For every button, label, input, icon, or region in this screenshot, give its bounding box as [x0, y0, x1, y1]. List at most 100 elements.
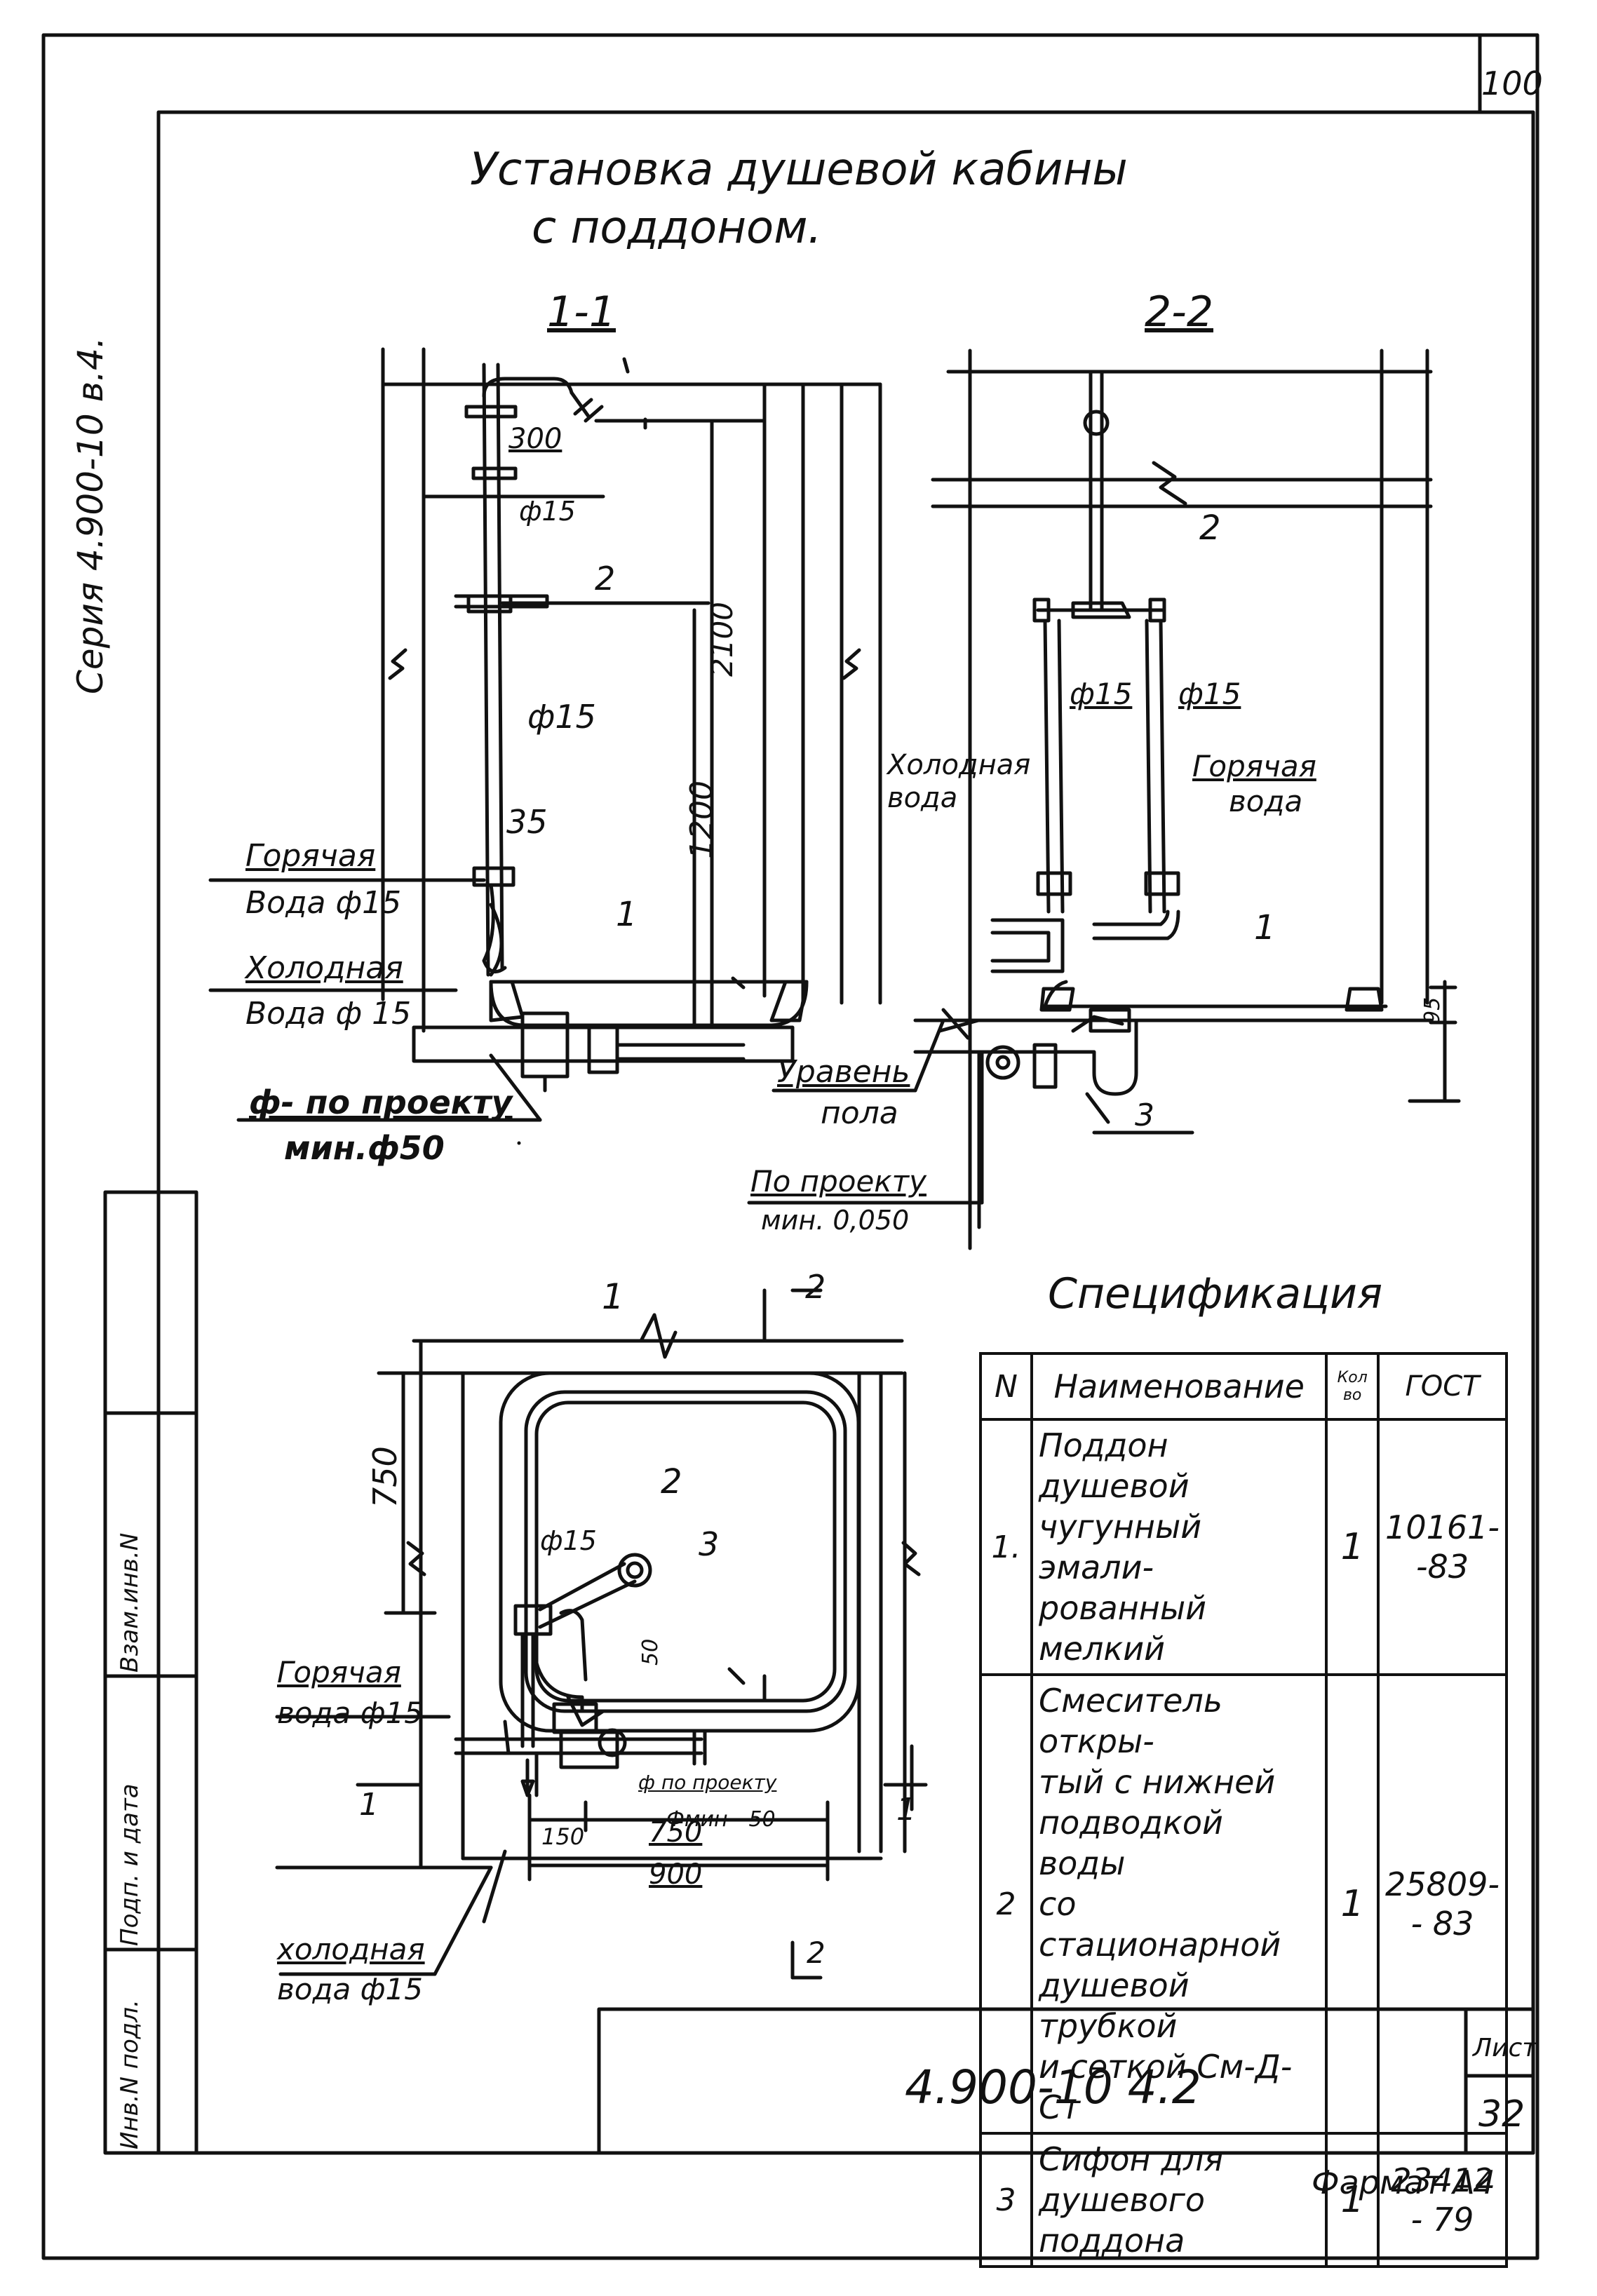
dim-phi15-right: ф15	[1178, 677, 1241, 711]
plan-callout-3: 3	[699, 1525, 720, 1563]
spec-name-line: подводкой воды	[1039, 1804, 1223, 1882]
sheet-title-line1: Установка душевой кабины	[470, 144, 1128, 196]
plan-hot-water-l2: вода ф15	[277, 1696, 423, 1730]
spec-header-name: Наименование	[1030, 1352, 1328, 1421]
hot-water-2-2-l2: вода	[1229, 784, 1303, 818]
margin-label-inv: Инв.N подл.	[116, 1999, 144, 2149]
spec-name-line: рованный мелкий	[1039, 1589, 1207, 1668]
plan-cold-water-l2: вода ф15	[277, 1972, 423, 2006]
section-1-1-drawing	[381, 347, 882, 1093]
spec-name-line: Сифон для	[1039, 2140, 1224, 2178]
plan-cut-2-bottom: 2	[807, 1936, 826, 1970]
table-row: 1. Поддон душевой чугунный эмали- рованн…	[978, 1418, 1508, 1676]
spec-gost-line: 25809-	[1385, 1865, 1500, 1903]
plan-hot-water-l1: Горячая	[277, 1655, 401, 1689]
plan-drain-note-1: ф по проекту	[638, 1771, 777, 1794]
dim-phi15-left: ф15	[1070, 677, 1133, 711]
spec-header-gost: ГОСТ	[1377, 1352, 1508, 1421]
cold-water-label-1: Холодная	[245, 950, 403, 986]
slope-note-l1: По проекту	[750, 1164, 926, 1198]
slope-note-l2: мин. 0,050	[761, 1205, 910, 1236]
spec-gost-line: 10161-	[1385, 1508, 1500, 1546]
callout-2-2: 2	[1199, 508, 1221, 548]
floor-level-l1: Уравень	[777, 1054, 910, 1090]
plan-dim-50: 50	[638, 1638, 663, 1666]
spec-gost-line: - 83	[1410, 1905, 1474, 1943]
spec-name-line: Смеситель откры-	[1039, 1682, 1222, 1760]
callout-1: 1	[616, 895, 638, 934]
section-2-2-drawing	[913, 349, 1461, 1250]
series-label: Серия 4.900-10 в.4.	[70, 337, 111, 694]
spec-title: Спецификация	[1048, 1269, 1383, 1318]
spec-cell-name: Смеситель откры- тый с нижней подводкой …	[1030, 1673, 1328, 2135]
hot-water-label-2: Вода ф15	[245, 885, 402, 921]
dim-phi15-top: ф15	[519, 496, 576, 527]
plan-dim-750-v: 750	[366, 1446, 404, 1508]
plan-callout-1: 1	[602, 1276, 624, 1317]
dim-1200: 1200	[684, 781, 720, 859]
hot-water-label-1: Горячая	[245, 838, 376, 874]
spec-name-line: душевой трубкой	[1039, 1966, 1190, 2045]
sheet-label: Лист	[1473, 2034, 1537, 2062]
drawing-code: 4.900-10 4.2	[905, 2060, 1201, 2114]
spec-name-line: тый с нижней	[1039, 1763, 1276, 1801]
spec-cell-n: 1.	[978, 1418, 1034, 1676]
spec-name-line: со стационарной	[1039, 1885, 1281, 1964]
spec-cell-gost: 23412 - 79	[1377, 2132, 1508, 2268]
plan-phi15: ф15	[540, 1525, 597, 1556]
cold-water-2-2-l2: вода	[887, 782, 958, 814]
callout-2: 2	[595, 560, 616, 597]
sheet-number: 32	[1478, 2093, 1525, 2135]
spec-header-n: N	[978, 1352, 1034, 1421]
plan-dim-750-h: 750	[649, 1816, 703, 1849]
spec-cell-name: Сифон для душевого поддона	[1030, 2132, 1328, 2268]
table-row: 2 Смеситель откры- тый с нижней подводко…	[978, 1673, 1508, 2135]
dim-95: 95	[1420, 997, 1445, 1024]
plan-drain-note-2: Фмин - 50	[666, 1807, 776, 1832]
table-row: 3 Сифон для душевого поддона 1 23412 - 7…	[978, 2132, 1508, 2268]
spec-cell-gost: 25809- - 83	[1377, 1673, 1508, 2135]
spec-gost-line: -83	[1415, 1548, 1469, 1586]
plan-cut-1-left: 1	[359, 1787, 379, 1823]
margin-label-replace: Взам.инв.N	[116, 1532, 144, 1673]
spec-cell-gost: 10161- -83	[1377, 1418, 1508, 1676]
spec-cell-n: 3	[978, 2132, 1034, 2268]
outer-border	[41, 33, 1539, 2260]
plan-cut-1-right: 1	[896, 1792, 916, 1828]
dim-35: 35	[506, 803, 548, 841]
spec-name-line: поддона	[1039, 2222, 1185, 2260]
spec-gost-line: - 79	[1410, 2201, 1474, 2238]
spec-table: N Наименование Кол во ГОСТ 1. Поддон душ…	[978, 1352, 1508, 2268]
floor-level-l2: пола	[821, 1095, 898, 1131]
cold-water-label-2: Вода ф 15	[245, 996, 412, 1032]
hot-water-2-2-l1: Горячая	[1192, 749, 1316, 783]
cold-water-2-2-l1: Холодная	[887, 749, 1031, 781]
format-label: Фармат А4	[1312, 2163, 1496, 2201]
plan-cold-water-l1: холодная	[277, 1932, 425, 1966]
margin-label-sign: Подп. и дата	[116, 1783, 144, 1946]
sheet-title-line2: с поддоном.	[532, 202, 822, 254]
plan-dim-150: 150	[541, 1823, 585, 1850]
plan-view-drawing	[356, 1288, 928, 1980]
spec-header-qty: Кол во	[1325, 1352, 1380, 1421]
dim-2100: 2100	[705, 602, 739, 677]
plan-callout-2: 2	[661, 1462, 682, 1501]
spec-cell-qty: 1	[1325, 1418, 1380, 1676]
drain-note-2: мин.ф50	[284, 1129, 445, 1167]
spec-gost-line: 23412	[1391, 2161, 1494, 2199]
drain-note-1: ф- по проекту	[249, 1083, 513, 1121]
section-2-2-label: 2-2	[1145, 288, 1213, 337]
corner-number: 100	[1481, 65, 1543, 102]
callout-3-2-2: 3	[1135, 1098, 1154, 1133]
spec-name-line: и сеткой См-Д-Ст	[1039, 2048, 1293, 2126]
spec-name-line: чугунный эмали-	[1039, 1508, 1202, 1586]
spec-name-line: Поддон душевой	[1039, 1426, 1190, 1505]
section-1-1-label: 1-1	[547, 288, 616, 337]
leader-lines	[208, 878, 1194, 1976]
plan-dim-900: 900	[649, 1858, 703, 1891]
spec-cell-qty: 1	[1325, 2132, 1380, 2268]
dim-phi15-mid: ф15	[527, 698, 596, 736]
spec-header-row: N Наименование Кол во ГОСТ	[978, 1352, 1508, 1421]
dim-300: 300	[508, 423, 562, 455]
